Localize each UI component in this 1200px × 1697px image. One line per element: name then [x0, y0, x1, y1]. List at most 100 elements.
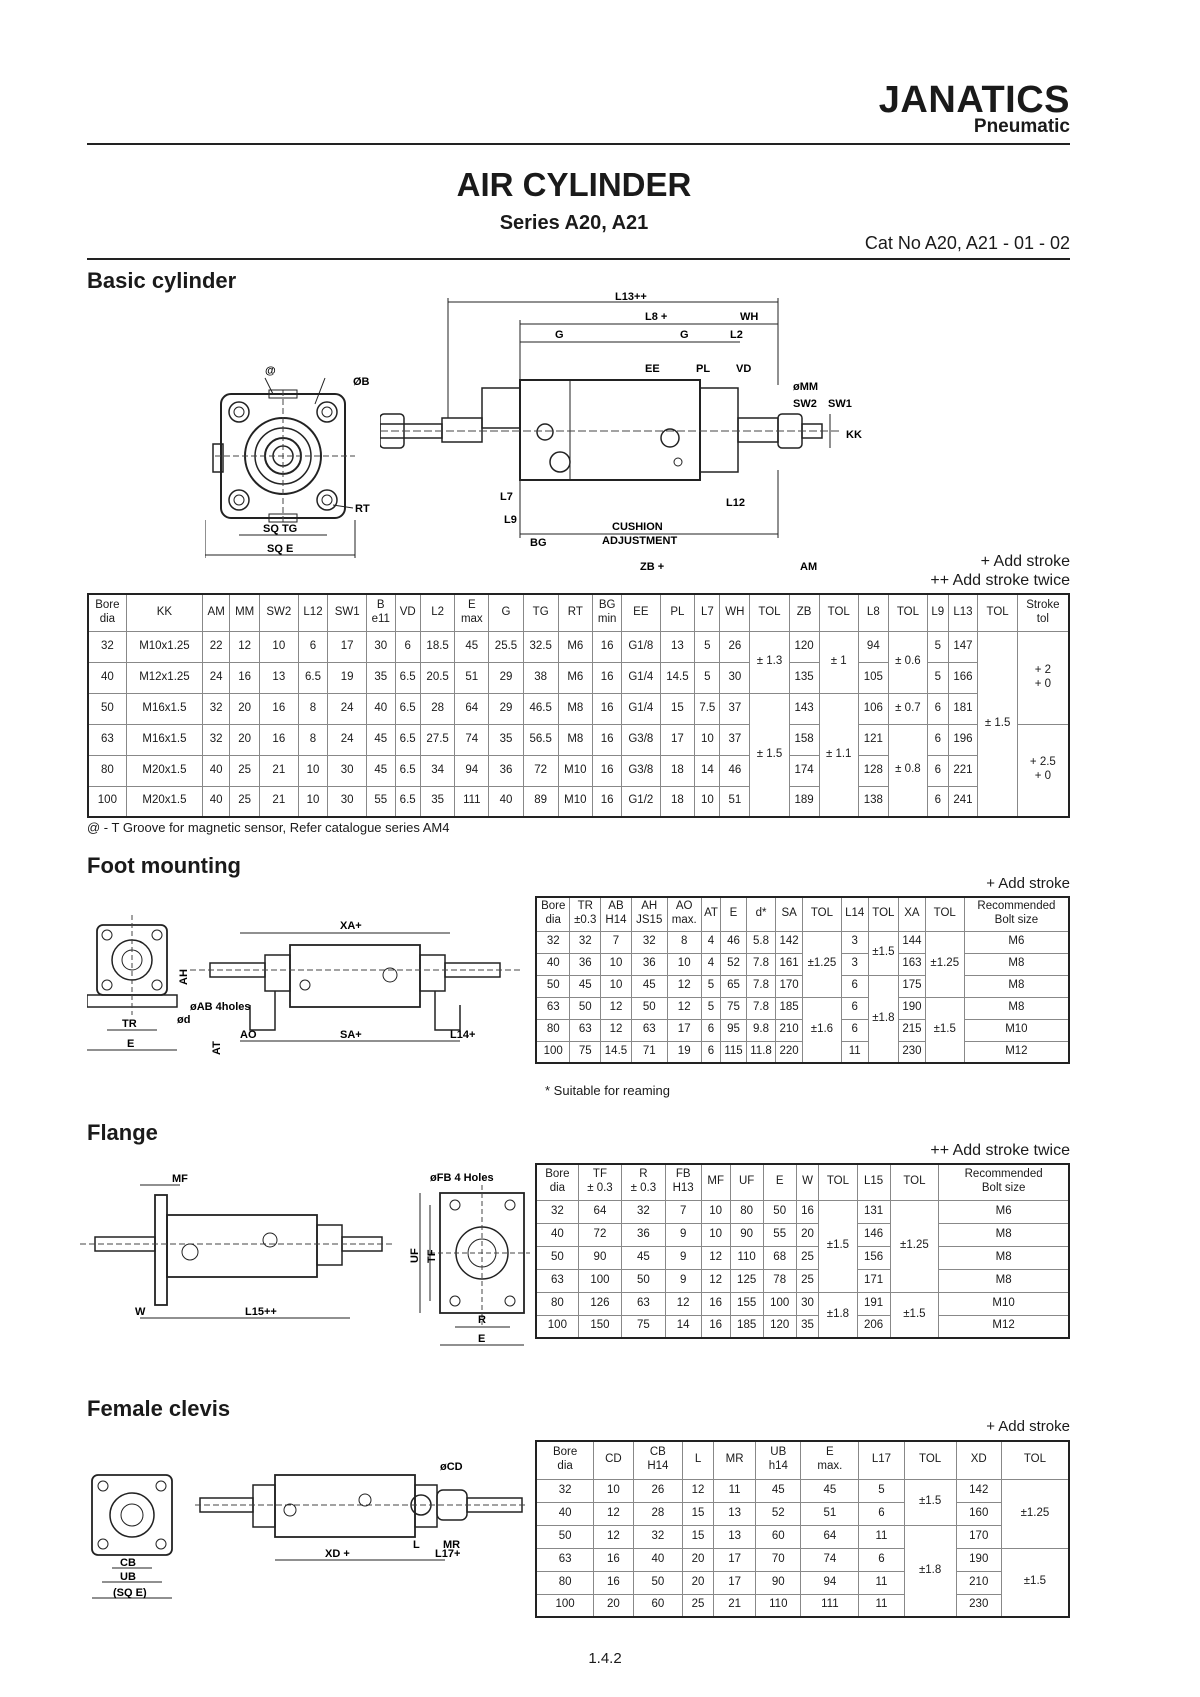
foot-label-ab: øAB 4holes: [190, 1001, 251, 1013]
table-cell: 64: [454, 692, 490, 725]
table-cell: 9: [664, 1268, 702, 1293]
table-cell: 20: [229, 692, 261, 725]
table-cell: 8: [297, 723, 329, 756]
table-cell: 12: [593, 1524, 634, 1549]
table-cell: 20: [682, 1570, 714, 1595]
table-cell: 37: [719, 723, 751, 756]
table-cell: 24: [327, 692, 367, 725]
table-cell: 126: [577, 1291, 623, 1316]
table-header-cell: PL: [659, 593, 696, 632]
table-tol-cell: ±1.25: [889, 1199, 940, 1293]
table-cell: 63: [535, 996, 571, 1020]
table-cell: 120: [762, 1314, 797, 1339]
table-cell: 80: [535, 1570, 595, 1595]
table-tol-cell: ±1.5: [924, 996, 965, 1064]
table-cell: 6: [927, 754, 949, 787]
table-cell: 138: [857, 785, 889, 818]
table-cell: 50: [569, 996, 602, 1020]
table-header-cell: TOL: [924, 896, 965, 932]
table-cell: 17: [659, 723, 696, 756]
table-cell: 18: [659, 785, 696, 818]
basic-label-am: AM: [800, 561, 817, 573]
table-cell: 16: [592, 785, 623, 818]
table-cell: 241: [947, 785, 979, 818]
table-cell: 75: [621, 1314, 666, 1339]
table-cell: 115: [720, 1040, 747, 1064]
table-cell: 46: [719, 754, 751, 787]
table-header-cell: TOL: [889, 1163, 940, 1201]
table-cell: 100: [762, 1291, 797, 1316]
table-header-cell: TOL: [977, 593, 1018, 632]
table-header-cell: L14: [840, 896, 869, 932]
table-tol-cell: ±1.25: [1000, 1478, 1070, 1549]
table-cell: 12: [666, 974, 702, 998]
foot-label-xa: XA+: [340, 920, 362, 932]
table-cell: 18: [659, 754, 696, 787]
table-tol-cell: ± 1.3: [749, 630, 790, 694]
table-tol-cell: + 2.5+ 0: [1016, 723, 1070, 818]
table-cell: 20: [229, 723, 261, 756]
table-cell: 36: [488, 754, 524, 787]
table-cell: 9: [664, 1245, 702, 1270]
table-cell: 10: [700, 1222, 731, 1247]
table-cell: 6: [840, 996, 869, 1020]
clevis-label-xd: XD +: [325, 1548, 350, 1560]
clevis-side-view-drawing: øCD MR L XD + L17+: [195, 1461, 525, 1561]
table-cell: 12: [664, 1291, 702, 1316]
section-foot-title: Foot mounting: [87, 853, 241, 878]
table-cell: 32: [202, 692, 231, 725]
series-label: Series A20, A21: [499, 212, 649, 234]
table-cell: 63: [87, 723, 127, 756]
basic-label-cushion1: CUSHION: [612, 521, 663, 533]
table-cell: 16: [700, 1314, 731, 1339]
foot-label-ah: AH: [178, 969, 190, 985]
table-cell: 25: [229, 785, 261, 818]
table-header-cell: TOL: [1000, 1440, 1070, 1480]
table-cell: 80: [535, 1018, 571, 1042]
table-cell: 143: [788, 692, 820, 725]
table-cell: 75: [569, 1040, 602, 1064]
table-cell: 17: [666, 1018, 702, 1042]
table-cell: 6.5: [394, 785, 421, 818]
table-cell: 94: [800, 1570, 860, 1595]
table-cell: 64: [577, 1199, 623, 1224]
foot-label-l14: L14+: [450, 1029, 475, 1041]
foot-end-view-drawing: AH ød TR E: [87, 915, 190, 1051]
table-cell: G1/4: [621, 692, 661, 725]
basic-label-kk: KK: [846, 429, 862, 441]
table-cell: 5.8: [745, 930, 777, 954]
table-cell: M8: [938, 1268, 1070, 1293]
flange-label-fb: øFB 4 Holes: [430, 1172, 494, 1184]
table-cell: 6: [858, 1501, 905, 1526]
basic-label-l8: L8 +: [645, 311, 667, 323]
flange-end-view-drawing: øFB 4 Holes UF TF R E: [410, 1172, 530, 1346]
foot-label-at: AT: [211, 1041, 223, 1055]
table-cell: 51: [719, 785, 751, 818]
table-cell: 16: [592, 630, 623, 663]
table-header-cell: RT: [557, 593, 594, 632]
table-cell: 16: [259, 723, 299, 756]
table-cell: 3: [840, 952, 869, 976]
table-cell: 63: [569, 1018, 602, 1042]
table-header-cell: L13: [947, 593, 979, 632]
table-cell: 16: [700, 1291, 731, 1316]
table-cell: 34: [419, 754, 456, 787]
table-header-cell: MR: [712, 1440, 757, 1480]
basic-label-cushion2: ADJUSTMENT: [602, 535, 677, 547]
basic-label-sqtg: SQ TG: [263, 523, 297, 535]
table-cell: 12: [666, 996, 702, 1020]
table-cell: 105: [857, 661, 889, 694]
table-cell: G3/8: [621, 723, 661, 756]
table-cell: 150: [577, 1314, 623, 1339]
basic-label-sw1: SW1: [828, 398, 852, 410]
table-cell: 100: [87, 785, 127, 818]
table-header-cell: XD: [955, 1440, 1002, 1480]
